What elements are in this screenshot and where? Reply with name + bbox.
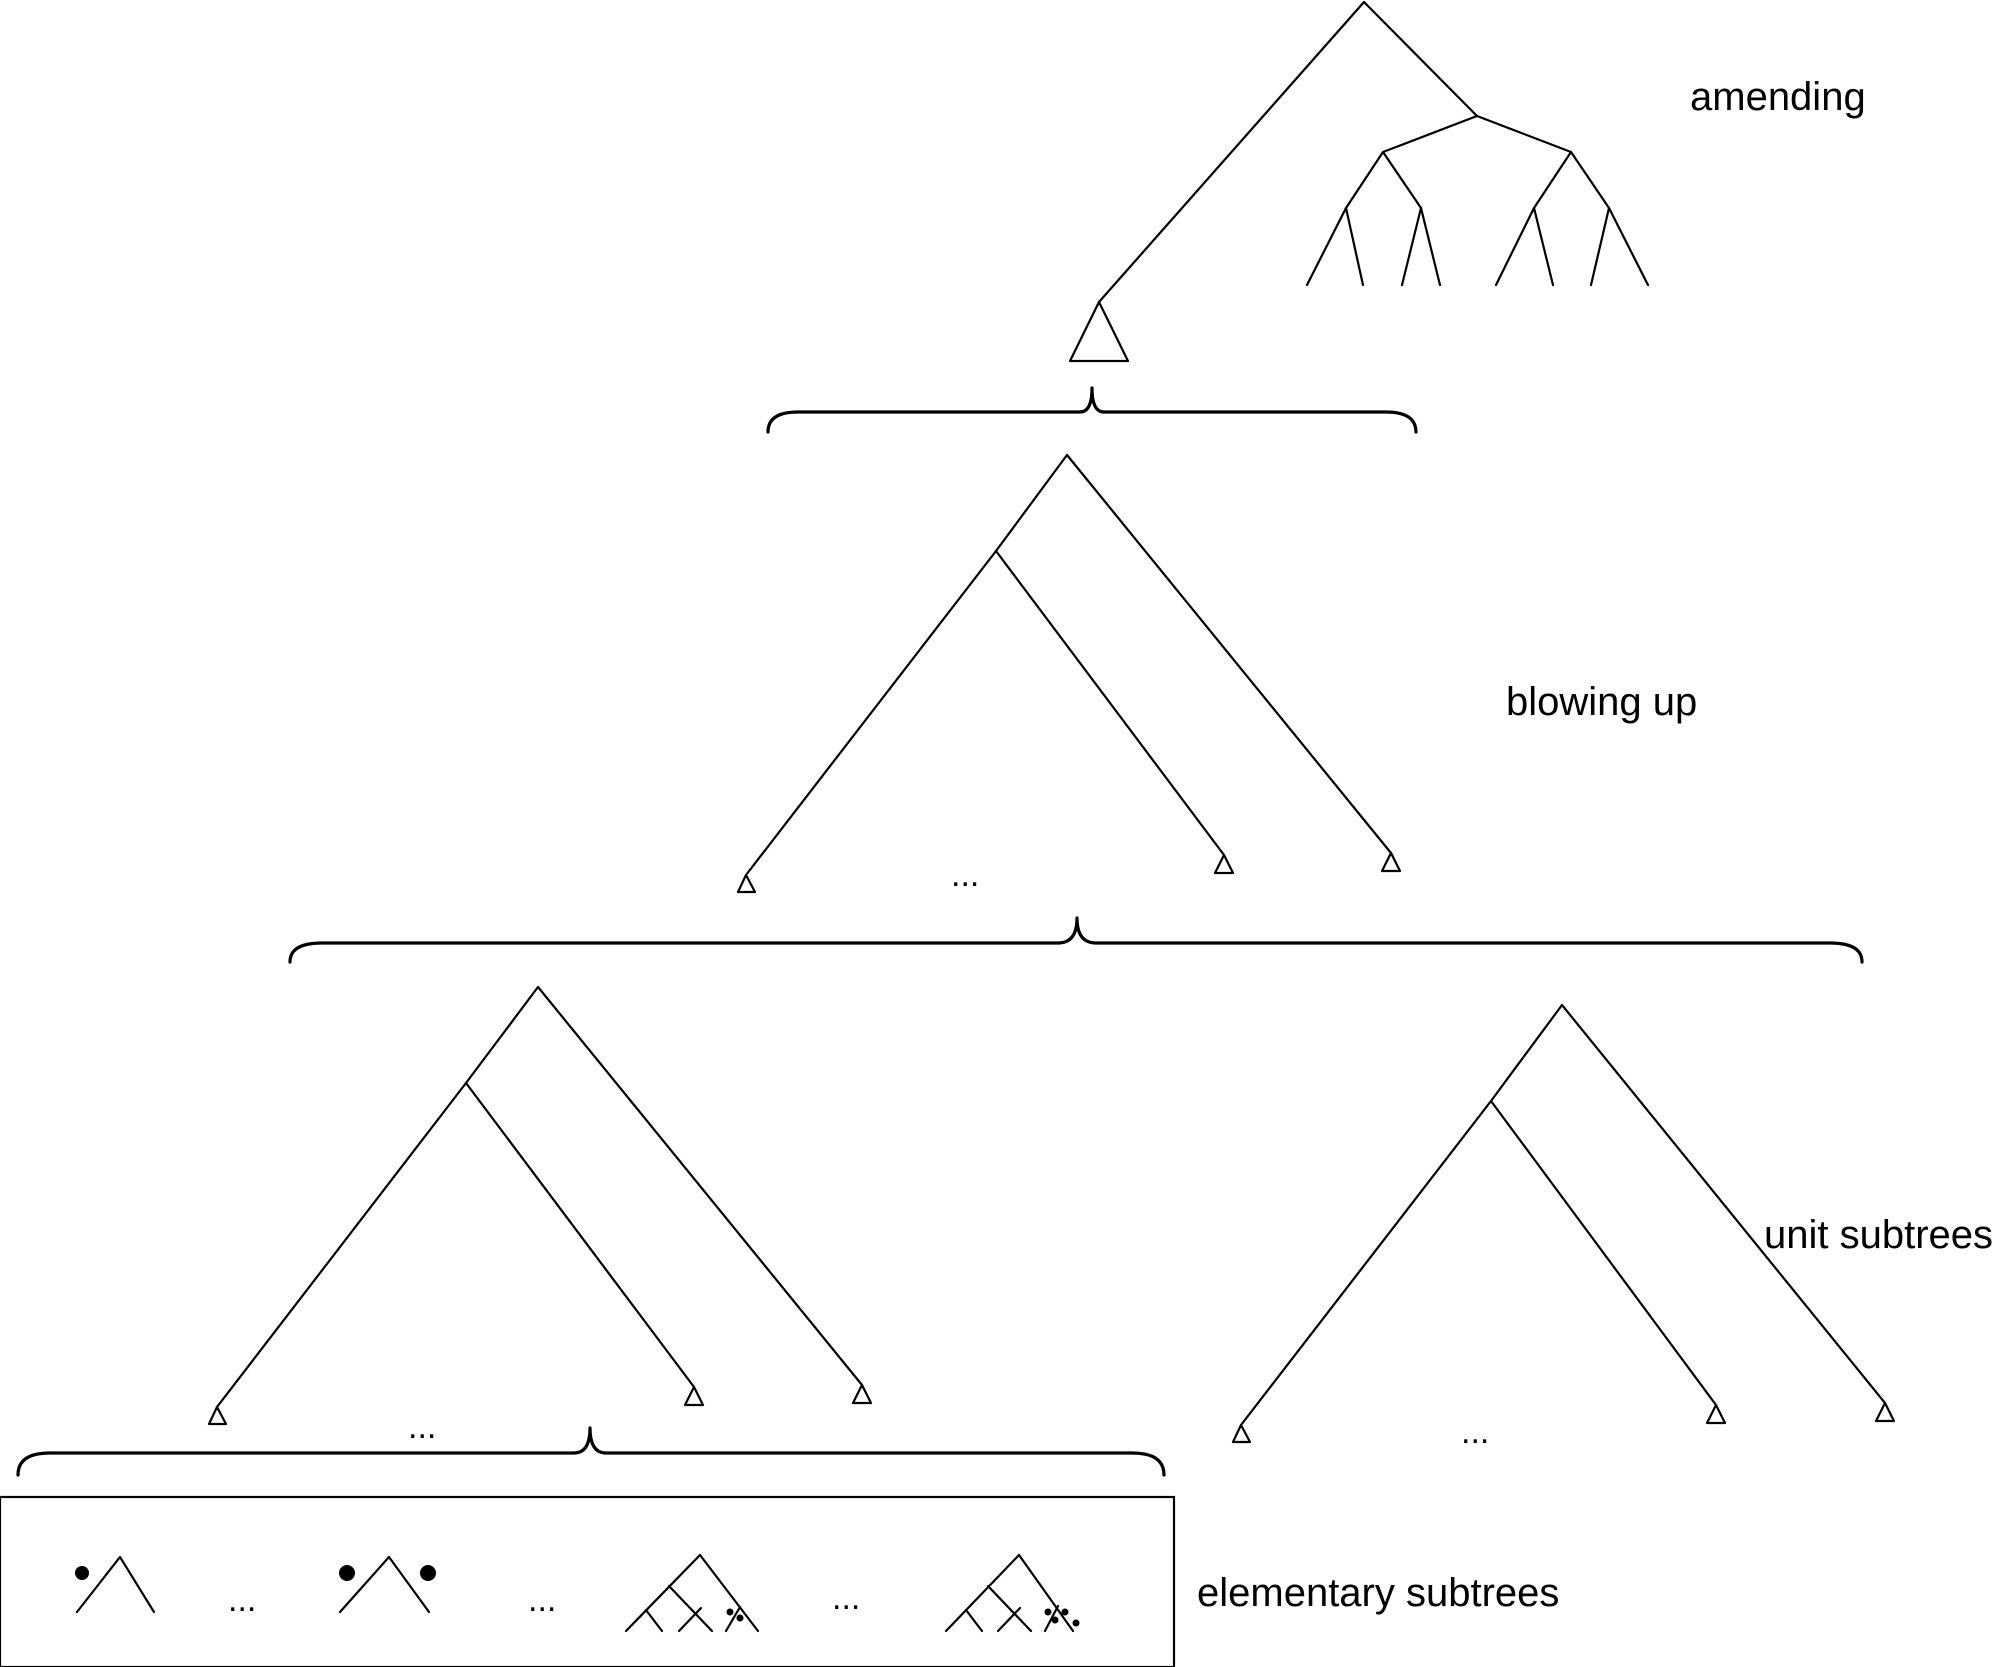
vertex-dot: [736, 1614, 744, 1622]
tree-edge: [667, 1584, 714, 1633]
tree-edge: [744, 549, 998, 877]
ellipsis: ...: [832, 1579, 860, 1617]
amending-tree-edge: [1362, 0, 1479, 118]
leaf-triangle: [1213, 853, 1235, 875]
tree-edge: [215, 1081, 468, 1409]
unit-subtree-left: [207, 985, 873, 1426]
vertex-dot: [726, 1608, 734, 1616]
tree-edge: [1065, 453, 1393, 855]
tree-edge: [1560, 1003, 1887, 1405]
tree-edge: [698, 1553, 760, 1633]
tree-edge: [387, 1555, 431, 1614]
tree-edge: [964, 1608, 984, 1633]
tree-edge: [724, 1605, 742, 1633]
leaf-triangle: [1874, 1401, 1896, 1423]
vertex-dot: [1061, 1608, 1069, 1616]
tree-edge: [677, 1606, 703, 1633]
leaf-triangle: [1380, 851, 1402, 873]
label-amending: amending: [1690, 75, 1866, 119]
vertex-dot: [339, 1565, 355, 1581]
tree-edge: [118, 1555, 156, 1614]
amending-tree-leaf: [1344, 206, 1365, 287]
amending-tree-leaf: [1607, 206, 1650, 287]
amending-tree-edge: [1097, 0, 1366, 304]
amending-tree-leaf: [1494, 206, 1536, 287]
elementary-subtree: [338, 1555, 436, 1614]
curly-brace: [288, 916, 1864, 964]
amending-tree-edge: [1475, 114, 1573, 154]
amending-tree-leaf: [1589, 206, 1611, 287]
ellipsis: ...: [528, 1581, 556, 1619]
amending-tree-leaf: [1305, 206, 1348, 287]
tree-edge: [996, 1606, 1022, 1633]
tree-edge: [986, 1584, 1033, 1633]
tree-edge: [1043, 1604, 1060, 1633]
tree-edge: [1017, 1553, 1075, 1633]
label-elementary-subtrees: elementary subtrees: [1197, 1571, 1559, 1615]
amending-tree-edge: [1381, 114, 1479, 154]
leaf-triangle: [736, 873, 757, 894]
leaf-triangle: [1705, 1403, 1727, 1425]
elementary-subtree: [624, 1553, 760, 1633]
leaf-triangle: [1231, 1423, 1252, 1444]
amending-tree-edge: [1381, 150, 1423, 210]
unit-subtree-right: [1231, 1003, 1896, 1444]
vertex-dot: [1044, 1608, 1052, 1616]
label-blowing-up: blowing up: [1506, 680, 1697, 724]
tree-edge: [464, 1081, 696, 1389]
ellipsis: ...: [1461, 1413, 1489, 1451]
amending-tree-edge: [1569, 150, 1611, 210]
amending-tree-edge: [1344, 150, 1385, 210]
elementary-subtree: [75, 1555, 156, 1614]
curly-brace: [766, 386, 1418, 434]
ellipsis: ...: [951, 856, 979, 894]
ellipsis: ...: [408, 1408, 436, 1446]
leaf-triangle: [207, 1405, 228, 1426]
tree-edge: [944, 1553, 1021, 1633]
curly-brace: [16, 1426, 1166, 1477]
tree-edge: [994, 549, 1226, 857]
tree-edge: [464, 985, 540, 1085]
elementary-subtrees-box: [0, 1495, 1176, 1667]
tree-edge: [1489, 1099, 1718, 1407]
subtree-triangle: [1068, 300, 1130, 363]
tree-edge: [1489, 1003, 1564, 1103]
vertex-dot: [420, 1565, 436, 1581]
amending-tree-leaf: [1419, 206, 1442, 287]
vertex-dot: [1072, 1619, 1080, 1627]
ellipsis: ...: [228, 1581, 256, 1619]
leaf-triangle: [683, 1385, 705, 1407]
elementary-subtree: [944, 1553, 1080, 1633]
leaf-triangle: [851, 1383, 873, 1405]
tree-edge: [1239, 1099, 1493, 1427]
tree-edge: [338, 1555, 391, 1614]
amending-tree-leaf: [1400, 206, 1423, 287]
amending-tree-edge: [1532, 150, 1573, 210]
vertex-dot: [75, 1566, 89, 1580]
label-unit-subtrees: unit subtrees: [1764, 1213, 1993, 1257]
tree-edge: [624, 1553, 702, 1633]
tree-edge: [536, 985, 864, 1387]
tree-edge: [644, 1608, 664, 1633]
tree-edge: [75, 1555, 122, 1614]
amending-tree-leaf: [1532, 206, 1555, 287]
tree-edge: [994, 453, 1069, 553]
blowing-up-tree: [736, 453, 1402, 894]
vertex-dot: [1051, 1616, 1059, 1624]
amending-tree: [1068, 0, 1650, 363]
